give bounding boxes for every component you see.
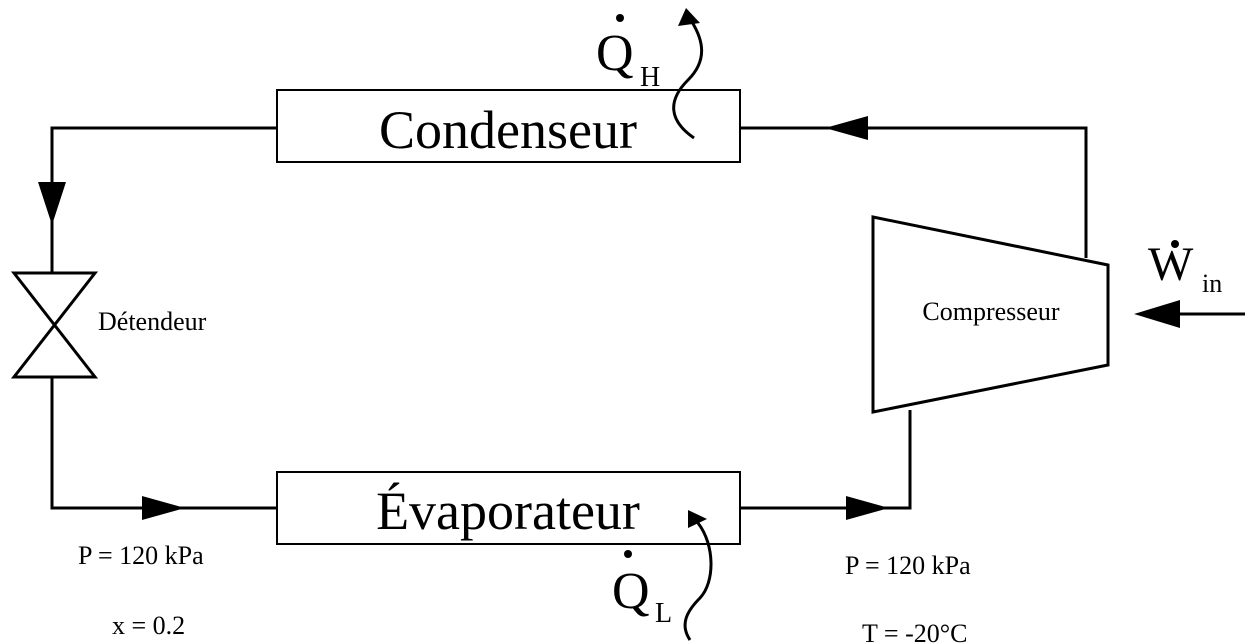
flow-arrow-right-evaporator-outlet (846, 496, 889, 520)
evaporator-label: Évaporateur (376, 481, 640, 541)
state1-pressure: P = 120 kPa (78, 541, 204, 570)
work-input-arrowhead (1134, 300, 1180, 328)
q-low-arrowhead (688, 510, 707, 528)
flow-arrow-down (38, 182, 66, 225)
q-high-wavy-arrow (672, 21, 704, 140)
q-high-dot (616, 14, 624, 22)
q-low-symbol: Q (612, 563, 650, 620)
q-low-dot (624, 550, 632, 558)
q-low-label: Q L (612, 550, 672, 629)
q-high-symbol: Q (596, 25, 634, 82)
q-low-wavy-arrow (683, 522, 713, 641)
work-dot (1171, 240, 1179, 248)
work-subscript: in (1202, 269, 1222, 298)
flow-arrow-right-left (142, 496, 185, 520)
work-in-label: W in (1148, 238, 1222, 298)
pipe-condenser-to-valve (50, 126, 277, 273)
q-high-arrowhead (678, 8, 700, 26)
work-symbol: W (1148, 238, 1194, 291)
pipe-evaporator-to-compressor (740, 410, 912, 510)
expansion-valve-label: Détendeur (98, 307, 207, 336)
condenser-label: Condenseur (379, 100, 637, 160)
expansion-valve-symbol (10, 271, 99, 379)
flow-arrow-left-top (825, 116, 868, 140)
q-high-label: Q H (596, 14, 660, 93)
q-high-subscript: H (640, 62, 660, 93)
condenser-box (276, 89, 741, 163)
compressor-label: Compresseur (922, 297, 1060, 326)
compressor-symbol (871, 215, 1110, 414)
state2-pressure: P = 120 kPa (845, 551, 971, 580)
evaporator-box (276, 471, 741, 545)
q-low-subscript: L (655, 598, 672, 629)
state1-quality: x = 0.2 (112, 611, 185, 640)
state2-temperature: T = -20°C (862, 619, 967, 643)
pipe-valve-to-evaporator (50, 377, 277, 510)
